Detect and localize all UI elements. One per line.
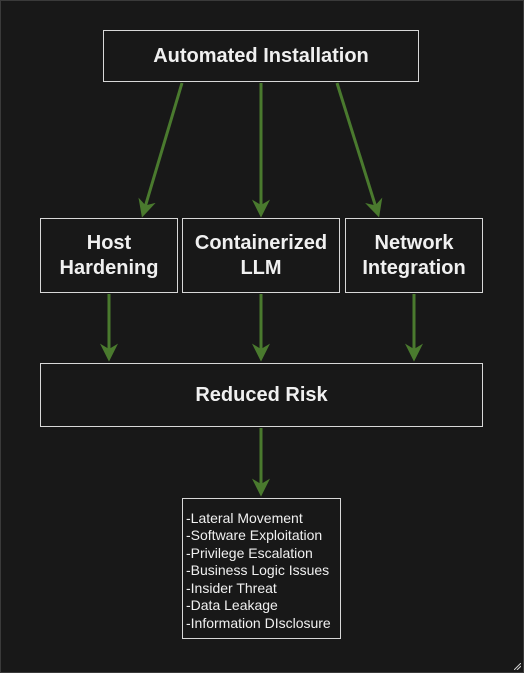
- resize-handle-icon[interactable]: [514, 663, 521, 670]
- edge-top-to-host: [138, 82, 184, 218]
- risk-list-item: -Lateral Movement: [186, 509, 303, 526]
- risk-list-item: -Insider Threat: [186, 579, 277, 596]
- node-label: Containerized LLM: [194, 231, 328, 279]
- node-label: Network Integration: [362, 231, 466, 279]
- risk-list-item: -Data Leakage: [186, 597, 278, 614]
- edge-top-to-network: [335, 82, 383, 218]
- node-reduced-risk[interactable]: Reduced Risk: [40, 363, 483, 427]
- risk-list-box[interactable]: -Lateral Movement -Software Exploitation…: [182, 498, 341, 639]
- node-label: Host Hardening: [59, 231, 159, 279]
- node-host-hardening[interactable]: Host Hardening: [40, 218, 178, 293]
- node-containerized-llm[interactable]: Containerized LLM: [182, 218, 340, 293]
- risk-list-item: -Software Exploitation: [186, 527, 323, 544]
- node-automated-installation[interactable]: Automated Installation: [103, 30, 419, 82]
- risk-list-item: -Business Logic Issues: [186, 562, 330, 579]
- node-label: Reduced Risk: [195, 383, 328, 406]
- node-network-integration[interactable]: Network Integration: [345, 218, 483, 293]
- node-label: Automated Installation: [153, 44, 369, 67]
- risk-list-item: -Information DIsclosure: [186, 614, 331, 631]
- risk-list-item: -Privilege Escalation: [186, 544, 313, 561]
